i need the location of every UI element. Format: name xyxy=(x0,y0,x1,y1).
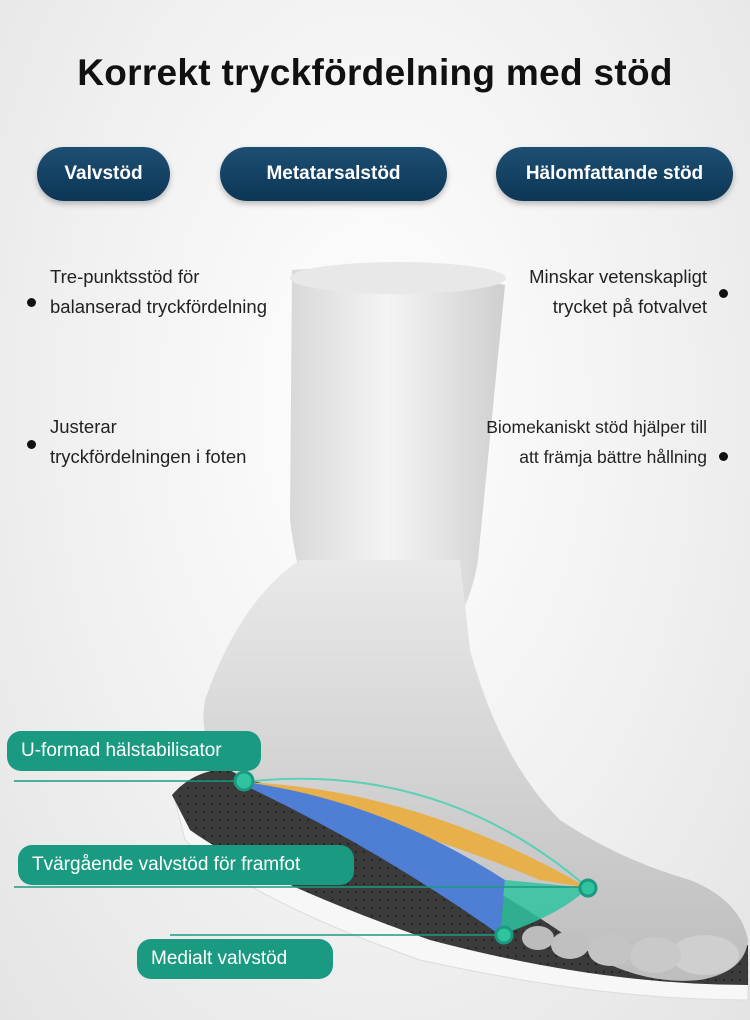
note-left-2: Justerar tryckfördelningen i foten xyxy=(50,412,246,472)
bullet-dot xyxy=(719,289,728,298)
note-line: Minskar vetenskapligt xyxy=(529,266,707,287)
note-line: tryckfördelningen i foten xyxy=(50,446,247,467)
note-line: trycket på fotvalvet xyxy=(552,296,707,317)
bullet-dot xyxy=(27,298,36,307)
note-right-1: Minskar vetenskapligt trycket på fotvalv… xyxy=(529,262,707,322)
note-line: Justerar xyxy=(50,416,117,437)
arch-blue-band xyxy=(244,782,505,935)
note-right-2: Biomekaniskt stöd hjälper till att främj… xyxy=(486,412,707,472)
note-left-1: Tre-punktsstöd för balanserad tryckförde… xyxy=(50,262,267,322)
note-line: Biomekaniskt stöd hjälper till xyxy=(486,417,707,437)
metatarsal-support-button[interactable]: Metatarsalstöd xyxy=(220,147,447,201)
bullet-dot xyxy=(719,452,728,461)
leg-shape xyxy=(290,267,505,655)
note-line: balanserad tryckfördelning xyxy=(50,296,267,317)
note-line: att främja bättre hållning xyxy=(519,447,707,467)
callout-heel-stabilizer: U-formad hälstabilisator xyxy=(7,731,261,771)
page-title: Korrekt tryckfördelning med stöd xyxy=(77,52,673,93)
note-line: Tre-punktsstöd för xyxy=(50,266,200,287)
arch-green-zone xyxy=(500,880,588,935)
bullet-dot xyxy=(27,440,36,449)
callout-medial-arch: Medialt valvstöd xyxy=(137,939,333,979)
callout-forefoot-arch: Tvärgående valvstöd för framfot xyxy=(18,845,354,885)
foot-shape xyxy=(203,560,748,981)
arch-support-button[interactable]: Valvstöd xyxy=(37,147,170,201)
heel-support-button[interactable]: Hälomfattande stöd xyxy=(496,147,733,201)
